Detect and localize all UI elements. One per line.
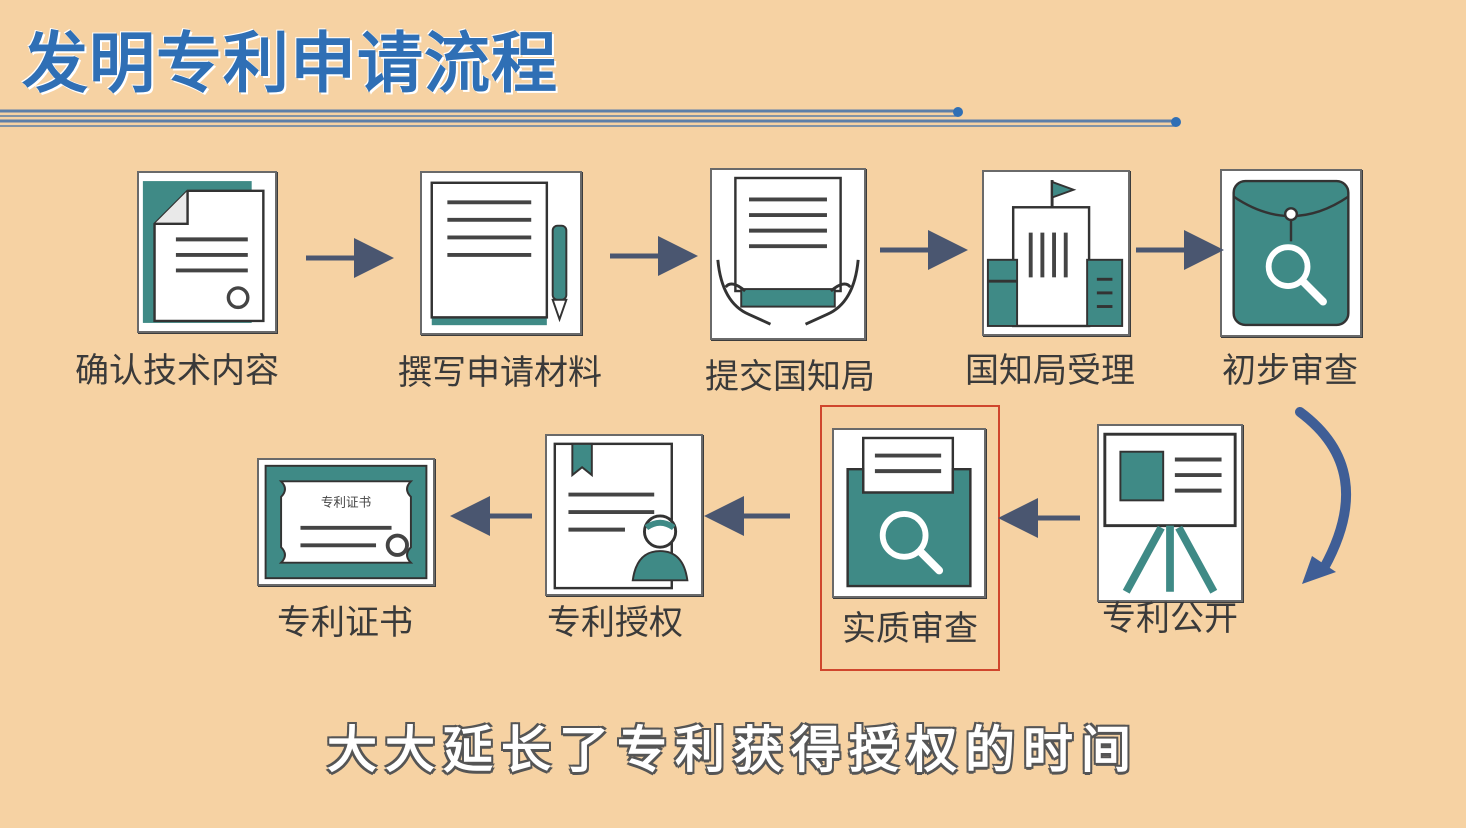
step-label-preliminary: 初步审查	[1222, 351, 1358, 391]
step-label-substantive: 实质审查	[842, 609, 978, 649]
title-underline	[0, 107, 1181, 127]
current-step-highlight	[820, 405, 1000, 671]
envelope-magnifier-icon	[1232, 179, 1350, 327]
subtitle-caption: 大大延长了专利获得授权的时间	[327, 721, 1139, 779]
step-card-publish	[1097, 424, 1243, 602]
step-label-grant: 专利授权	[547, 603, 683, 643]
step-card-grant	[545, 434, 703, 596]
step-card-confirm	[137, 171, 277, 333]
document-icon	[142, 181, 265, 323]
patent-certificate-icon: 专利证书	[264, 464, 428, 580]
certificate-person-icon	[553, 442, 689, 590]
step-card-submit	[710, 168, 866, 340]
office-building-flag-icon	[986, 180, 1124, 328]
step-card-accept	[982, 170, 1130, 336]
step-label-write: 撰写申请材料	[398, 353, 602, 393]
page-title: 发明专利申请流程	[22, 25, 558, 102]
step-label-certificate: 专利证书	[277, 603, 413, 643]
step-label-confirm: 确认技术内容	[75, 351, 279, 391]
curved-arrow-icon	[1295, 407, 1352, 573]
step-label-submit: 提交国知局	[705, 357, 875, 397]
certificate-inner-text: 专利证书	[321, 495, 371, 510]
step-card-substantive	[832, 428, 986, 598]
step-card-preliminary	[1220, 169, 1362, 337]
step-label-accept: 国知局受理	[965, 351, 1135, 391]
presentation-board-icon	[1103, 432, 1237, 594]
step-card-certificate: 专利证书	[257, 458, 435, 586]
step-card-write	[420, 171, 582, 335]
step-label-publish: 专利公开	[1102, 599, 1238, 639]
writing-pen-icon	[430, 181, 568, 326]
hands-submit-document-icon	[716, 176, 860, 326]
folder-magnifier-icon	[846, 436, 972, 588]
